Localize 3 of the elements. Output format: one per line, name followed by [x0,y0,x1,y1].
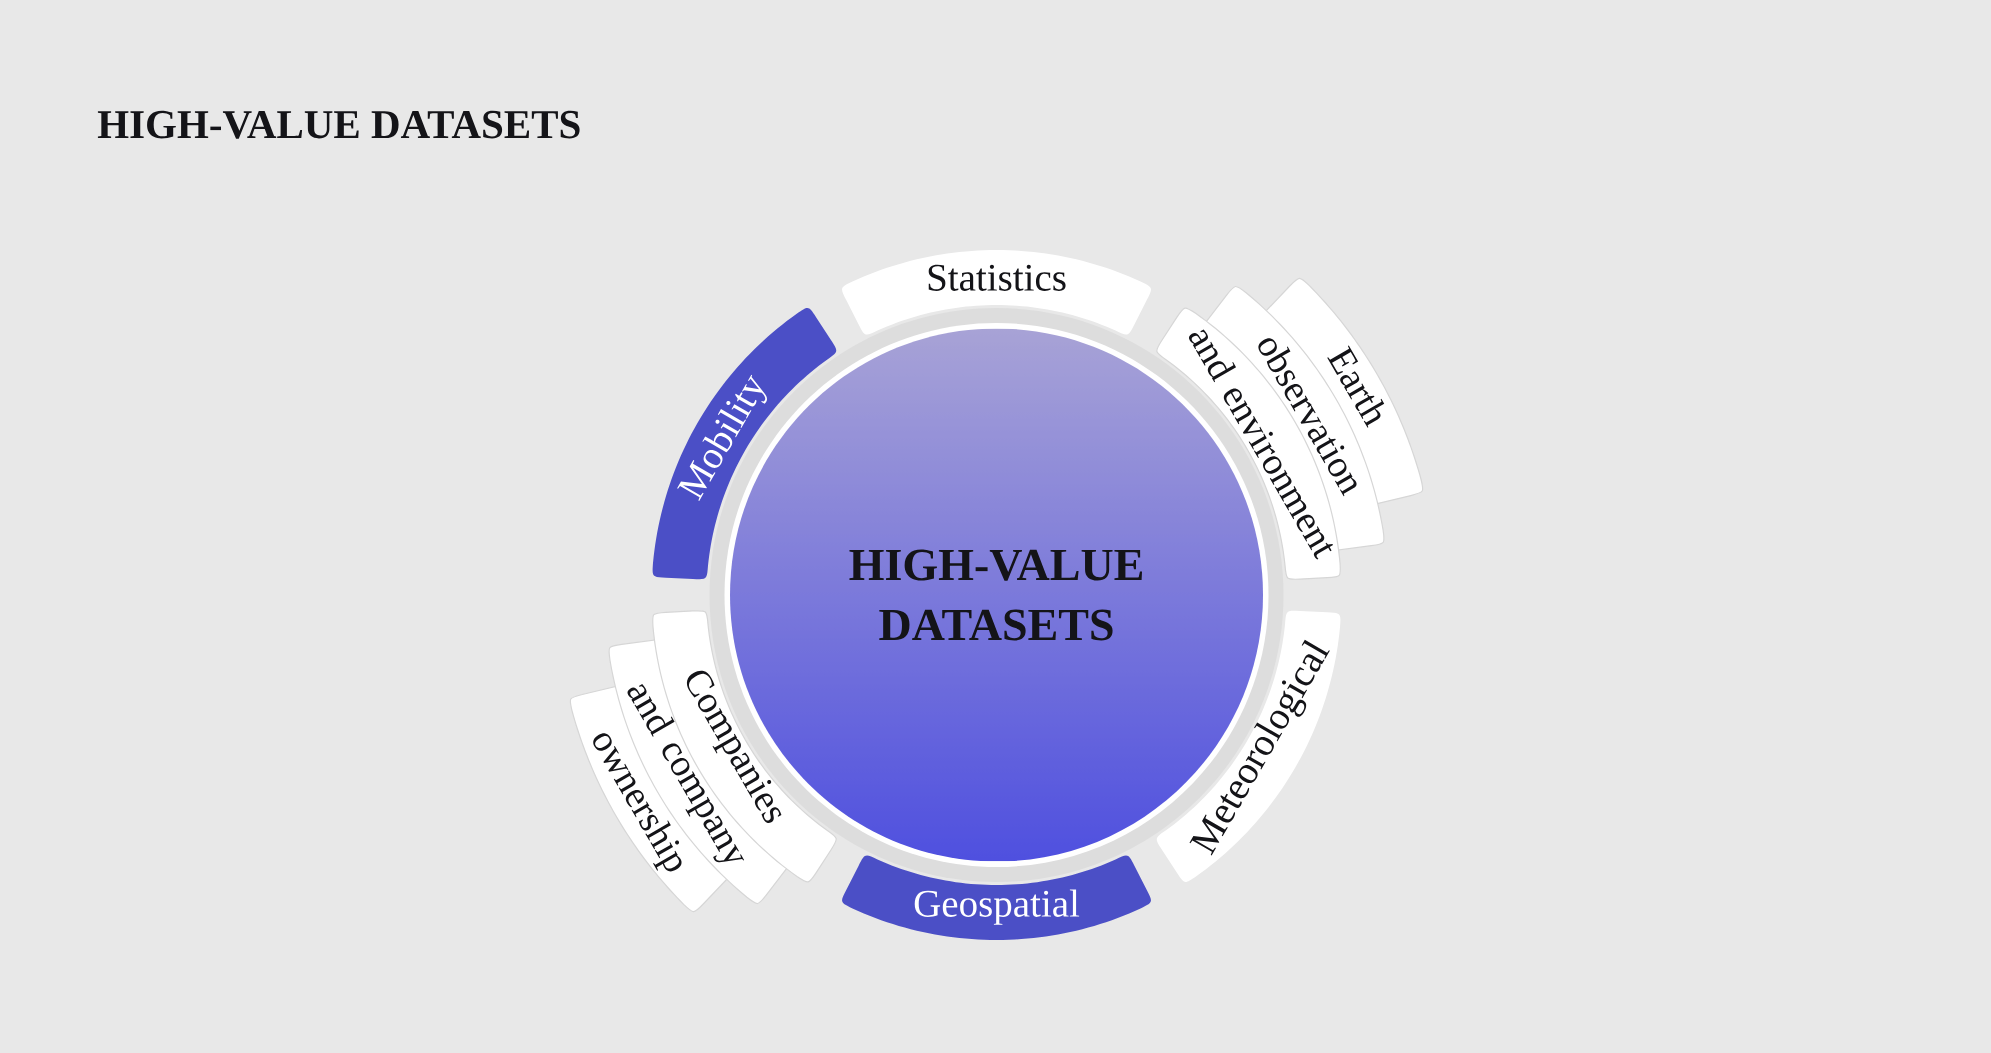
title: HIGH-VALUE DATASETS [97,110,580,139]
arc-tab: Statistics [842,250,1151,335]
arc-tab: Geospatial [842,855,1151,940]
